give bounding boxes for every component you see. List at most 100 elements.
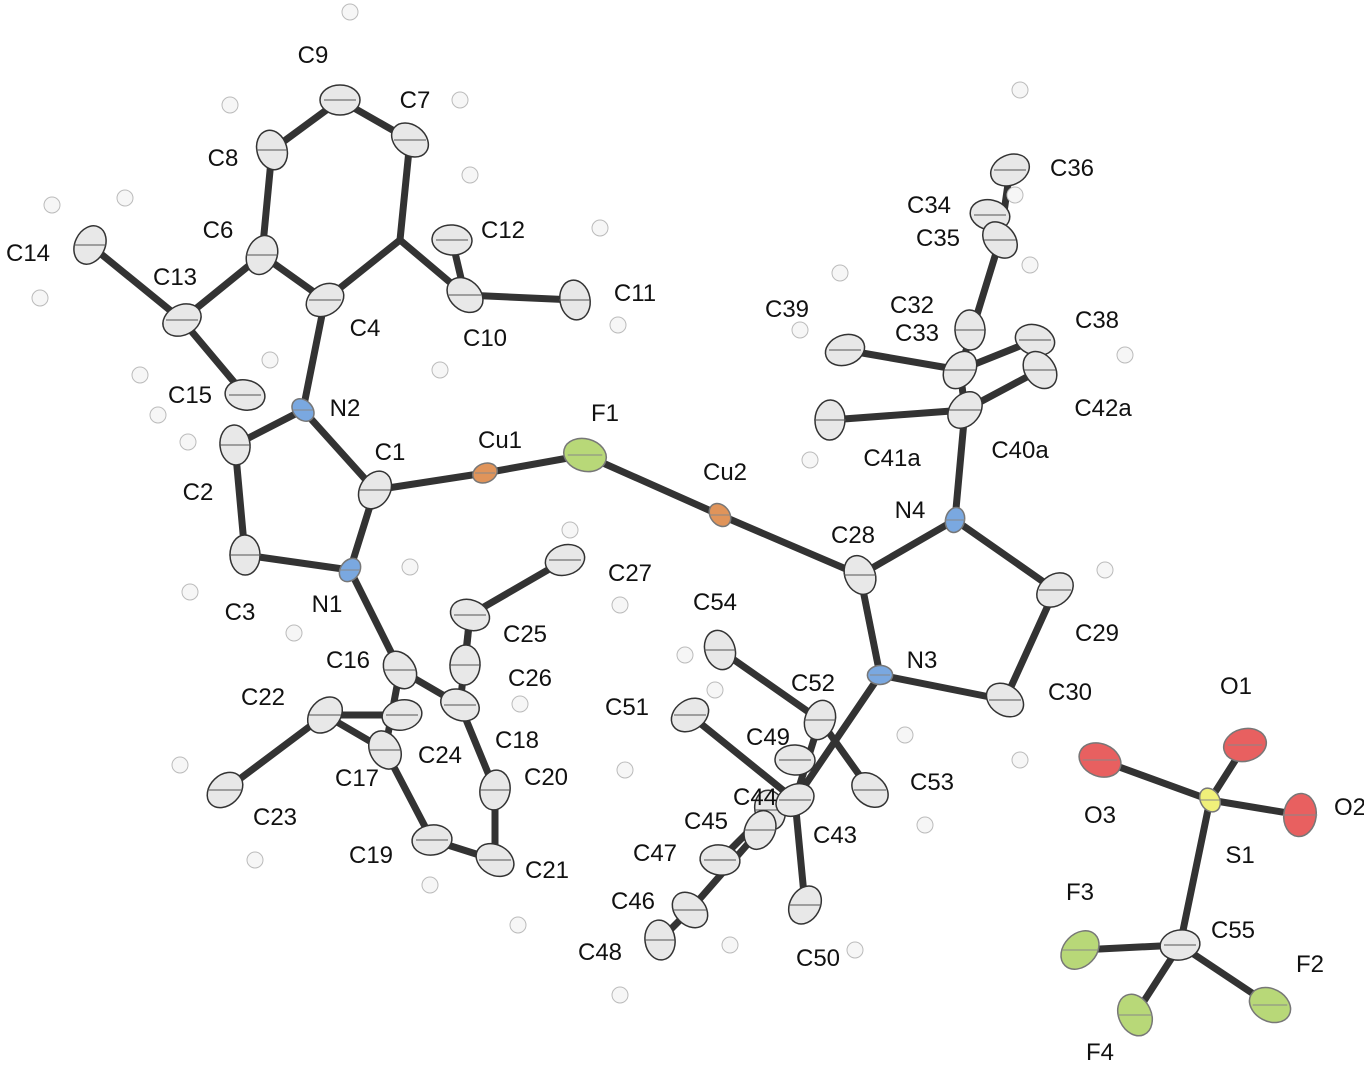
hydrogen-atom	[116, 189, 134, 207]
atom-c17	[368, 730, 402, 770]
atom-c8	[255, 129, 289, 171]
hydrogen-atom	[1096, 561, 1114, 579]
atom-c53	[851, 772, 889, 808]
hydrogen-atom	[421, 876, 439, 894]
atom-label-cu2: Cu2	[703, 459, 747, 486]
atom-label-c53: C53	[910, 769, 954, 796]
bond-C30-N3	[876, 671, 1009, 704]
hydrogen-atom	[721, 936, 739, 954]
atom-c9	[319, 84, 361, 116]
atom-c12	[431, 224, 473, 256]
hydrogen-atom	[246, 851, 264, 869]
atom-label-c38: C38	[1075, 307, 1119, 334]
hydrogen-atom	[31, 289, 49, 307]
atom-label-c35: C35	[916, 225, 960, 252]
atom-label-c42a: C42a	[1074, 395, 1132, 422]
atom-c51	[670, 697, 710, 733]
atom-label-f2: F2	[1296, 951, 1324, 978]
atom-o1	[1222, 727, 1268, 763]
atom-c23	[206, 771, 244, 809]
atom-label-c48: C48	[578, 939, 622, 966]
bond-C4-N2	[299, 296, 329, 414]
hydrogen-atom	[401, 558, 419, 576]
atom-c42a	[1022, 350, 1058, 390]
atom-label-c28: C28	[831, 522, 875, 549]
atom-c55	[1159, 929, 1201, 961]
atom-c36	[989, 153, 1031, 187]
atom-c49	[774, 744, 816, 776]
atom-label-c32: C32	[890, 292, 934, 319]
hydrogen-atom	[706, 681, 724, 699]
hydrogen-atom	[181, 583, 199, 601]
atom-label-c20: C20	[524, 764, 568, 791]
hydrogen-atom	[616, 761, 634, 779]
hydrogen-atom	[451, 91, 469, 109]
hydrogen-atom	[341, 3, 359, 21]
atom-cu2	[708, 502, 732, 528]
atom-label-c12: C12	[481, 217, 525, 244]
atom-c32	[954, 309, 986, 351]
atom-c18	[440, 688, 480, 722]
atom-c11	[559, 279, 591, 321]
atom-label-c36: C36	[1050, 155, 1094, 182]
atom-label-o3: O3	[1084, 802, 1116, 829]
atoms-layer	[73, 84, 1318, 1037]
bond-Cu2-C28	[716, 511, 864, 579]
bond-N2-C1	[299, 406, 379, 494]
atom-label-f1: F1	[591, 400, 619, 427]
atom-label-c19: C19	[349, 842, 393, 869]
atom-label-c21: C21	[525, 857, 569, 884]
atom-label-n4: N4	[895, 497, 926, 524]
atom-c4	[305, 282, 345, 318]
bond-C10-C11	[461, 291, 579, 304]
atom-c33	[942, 350, 978, 390]
atom-label-c2: C2	[183, 479, 214, 506]
atom-c7	[390, 122, 430, 158]
atom-label-c10: C10	[463, 325, 507, 352]
atom-c27	[544, 543, 586, 577]
atom-label-o1: O1	[1220, 673, 1252, 700]
hydrogen-atom	[801, 451, 819, 469]
hydrogen-atom	[285, 624, 303, 642]
atom-label-c51: C51	[605, 694, 649, 721]
bond-S1-C55	[1176, 796, 1214, 949]
atom-c40a	[947, 391, 983, 429]
atom-label-c22: C22	[241, 684, 285, 711]
atom-c14	[73, 225, 107, 265]
bond-C22-C23	[221, 711, 329, 794]
atom-label-f3: F3	[1066, 879, 1094, 906]
atom-label-f4: F4	[1086, 1039, 1114, 1066]
atom-label-c50: C50	[796, 945, 840, 972]
atom-f1	[562, 437, 608, 473]
atom-c45	[743, 809, 777, 851]
atom-label-c55: C55	[1211, 917, 1255, 944]
atom-label-c34: C34	[907, 192, 951, 219]
atom-c47	[699, 844, 741, 876]
atom-c3	[229, 534, 261, 576]
hydrogen-atom	[1011, 751, 1029, 769]
atom-label-n3: N3	[907, 647, 938, 674]
hydrogen-atom	[261, 351, 279, 369]
bond-C3-N1	[241, 551, 354, 574]
atom-label-c15: C15	[168, 382, 212, 409]
bond-N3-C43	[791, 671, 884, 804]
atom-label-c45: C45	[684, 808, 728, 835]
atom-label-n2: N2	[330, 395, 361, 422]
atom-label-c25: C25	[503, 621, 547, 648]
bond-C13-C14	[86, 241, 186, 324]
atom-label-c43: C43	[813, 822, 857, 849]
bond-C33-C35	[956, 236, 1004, 374]
atom-c1	[357, 470, 393, 510]
atom-label-c40a: C40a	[991, 437, 1049, 464]
hydrogen-atom	[43, 196, 61, 214]
atom-label-c52: C52	[791, 670, 835, 697]
hydrogen-atom	[609, 316, 627, 334]
hydrogen-atom	[221, 96, 239, 114]
atom-o2	[1282, 792, 1318, 838]
atom-label-c8: C8	[208, 145, 239, 172]
hydrogen-atom	[461, 166, 479, 184]
bond-N4-C29	[951, 516, 1059, 594]
atom-c2	[219, 424, 251, 466]
atom-label-cu1: Cu1	[478, 427, 522, 454]
hydrogen-atom	[509, 916, 527, 934]
